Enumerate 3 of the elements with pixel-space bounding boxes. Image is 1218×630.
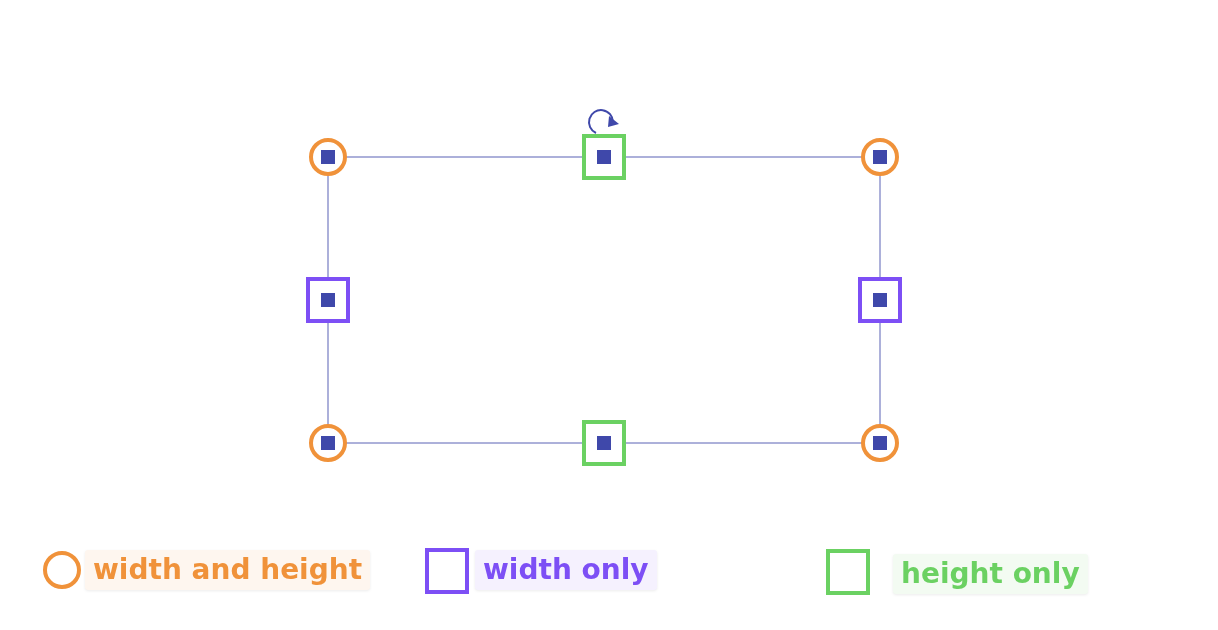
legend-label: width and height (85, 550, 371, 590)
legend-label: height only (893, 554, 1088, 594)
legend-label: width only (475, 550, 657, 590)
